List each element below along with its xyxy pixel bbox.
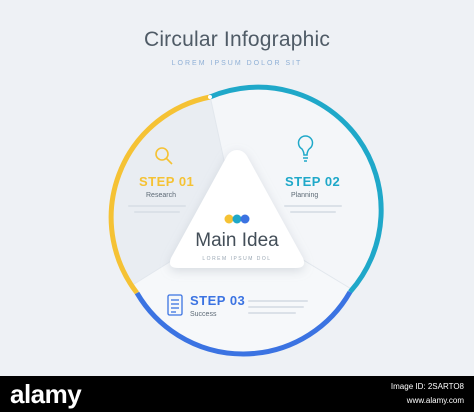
lightbulb-icon [297,135,314,162]
step-02-title: STEP 02 [285,174,341,189]
step-01-title: STEP 01 [139,174,195,189]
watermark-image-id: Image ID: 2SARTO8 [390,382,464,391]
infographic-title: Circular Infographic [143,28,331,51]
infographic-subtitle: LOREM IPSUM DOLOR SIT [171,60,303,67]
ring-arc-yellow [108,94,211,295]
step-03-label: Success [190,311,217,318]
step-03-title: STEP 03 [190,293,246,308]
ring-arc-blue [134,290,353,357]
segment-planning [210,86,382,290]
main-idea-subtitle: LOREM IPSUM DOL [202,256,272,262]
dot-teal [232,214,242,224]
watermark-brand: alamy [10,379,82,409]
dot-yellow [224,214,234,224]
ring-joint-dot [208,95,212,99]
dot-blue [240,214,250,224]
circular-diagram [108,84,384,357]
watermark-site: www.alamy.com [406,396,464,405]
center-triangle [169,150,305,268]
ring-arc-teal [209,84,384,294]
step-01-label: Research [146,192,176,199]
main-idea-title: Main Idea [195,230,279,251]
step-02-label: Planning [291,192,319,199]
watermark-bar [0,376,474,412]
magnifier-icon [155,147,173,165]
document-icon [167,294,183,316]
placeholder-text-lines [128,205,342,314]
